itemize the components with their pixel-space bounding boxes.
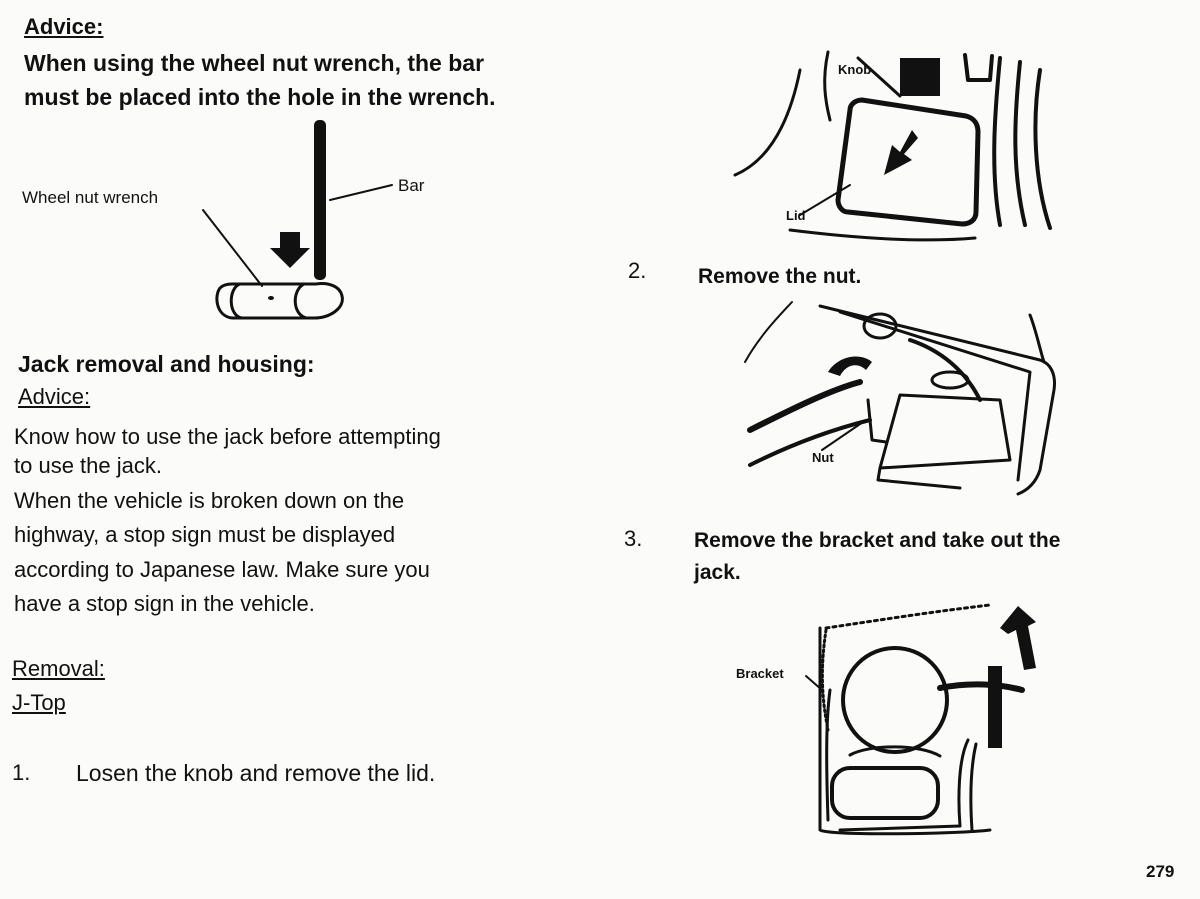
step-1-number: 1. [12, 760, 31, 785]
step-2-text: Remove the nut. [698, 265, 862, 288]
step-2-number: 2. [628, 258, 647, 283]
knob-label: Knob [838, 62, 872, 77]
para-line-1: Know how to use the jack before attempti… [14, 424, 441, 449]
advice-text-line-2: must be placed into the hole in the wren… [24, 84, 496, 110]
lid-label: Lid [786, 208, 806, 223]
para-line-5: according to Japanese law. Make sure you [14, 557, 430, 582]
step-3-text-line-2: jack. [694, 561, 741, 584]
page-number: 279 [1146, 862, 1175, 881]
advice-text-line-1: When using the wheel nut wrench, the bar [24, 50, 485, 76]
advice-heading: Advice: [24, 14, 104, 39]
nut-label: Nut [812, 450, 834, 465]
para-line-2: to use the jack. [14, 453, 162, 478]
step-3-text-line-1: Remove the bracket and take out the [694, 529, 1061, 552]
para-line-3: When the vehicle is broken down on the [14, 488, 405, 513]
bracket-label: Bracket [736, 666, 784, 681]
step-3-number: 3. [624, 526, 643, 551]
para-line-6: have a stop sign in the vehicle. [14, 591, 315, 616]
advice-subheading: Advice: [18, 384, 91, 409]
model-heading: J-Top [12, 690, 66, 715]
bar-label: Bar [398, 176, 425, 195]
para-line-4: highway, a stop sign must be displayed [14, 522, 396, 547]
step-1-text: Losen the knob and remove the lid. [76, 760, 436, 786]
removal-heading: Removal: [12, 656, 105, 681]
wheel-nut-wrench-label: Wheel nut wrench [22, 188, 159, 207]
section-heading: Jack removal and housing: [18, 351, 315, 377]
